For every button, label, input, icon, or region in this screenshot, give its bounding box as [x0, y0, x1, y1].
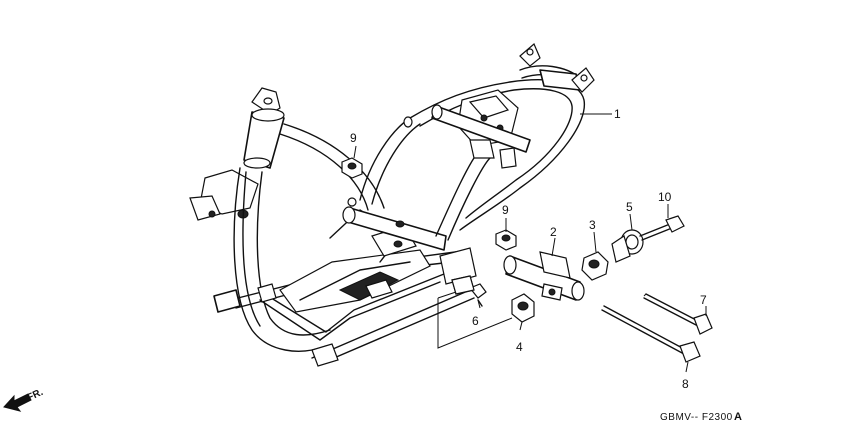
part-rubber-mount-5: [611, 229, 644, 263]
callout-10: 10: [658, 190, 672, 204]
callout-6: 6: [472, 314, 479, 328]
callout-9-upper: 9: [350, 131, 357, 145]
leader-lines: [353, 113, 707, 373]
callout-4: 4: [516, 340, 523, 354]
callout-7: 7: [700, 293, 707, 307]
callout-2: 2: [550, 225, 557, 239]
callout-9-lower: 9: [502, 203, 509, 217]
part-bolt-6: [451, 275, 487, 307]
part-engine-hanger-2: [503, 251, 585, 301]
front-arrow-icon: [3, 393, 32, 412]
callout-1: 1: [614, 107, 621, 121]
part-bolt-7: [643, 293, 713, 335]
part-bushing-3: [581, 251, 609, 281]
part-nut-9-upper: [341, 157, 363, 179]
part-nut-9-lower: [495, 229, 517, 251]
part-bolt-8: [601, 305, 701, 363]
front-direction-label: FR.: [26, 387, 45, 404]
frame-body: [189, 43, 595, 367]
callout-3: 3: [589, 218, 596, 232]
callout-5: 5: [626, 200, 633, 214]
callout-8: 8: [682, 377, 689, 391]
front-direction-indicator: FR.: [3, 387, 45, 412]
figure-suffix: A: [734, 411, 742, 423]
part-bushing-4: [511, 293, 535, 323]
figure-code: GBMV-- F2300: [660, 412, 733, 423]
part-bolt-10: [639, 215, 685, 241]
